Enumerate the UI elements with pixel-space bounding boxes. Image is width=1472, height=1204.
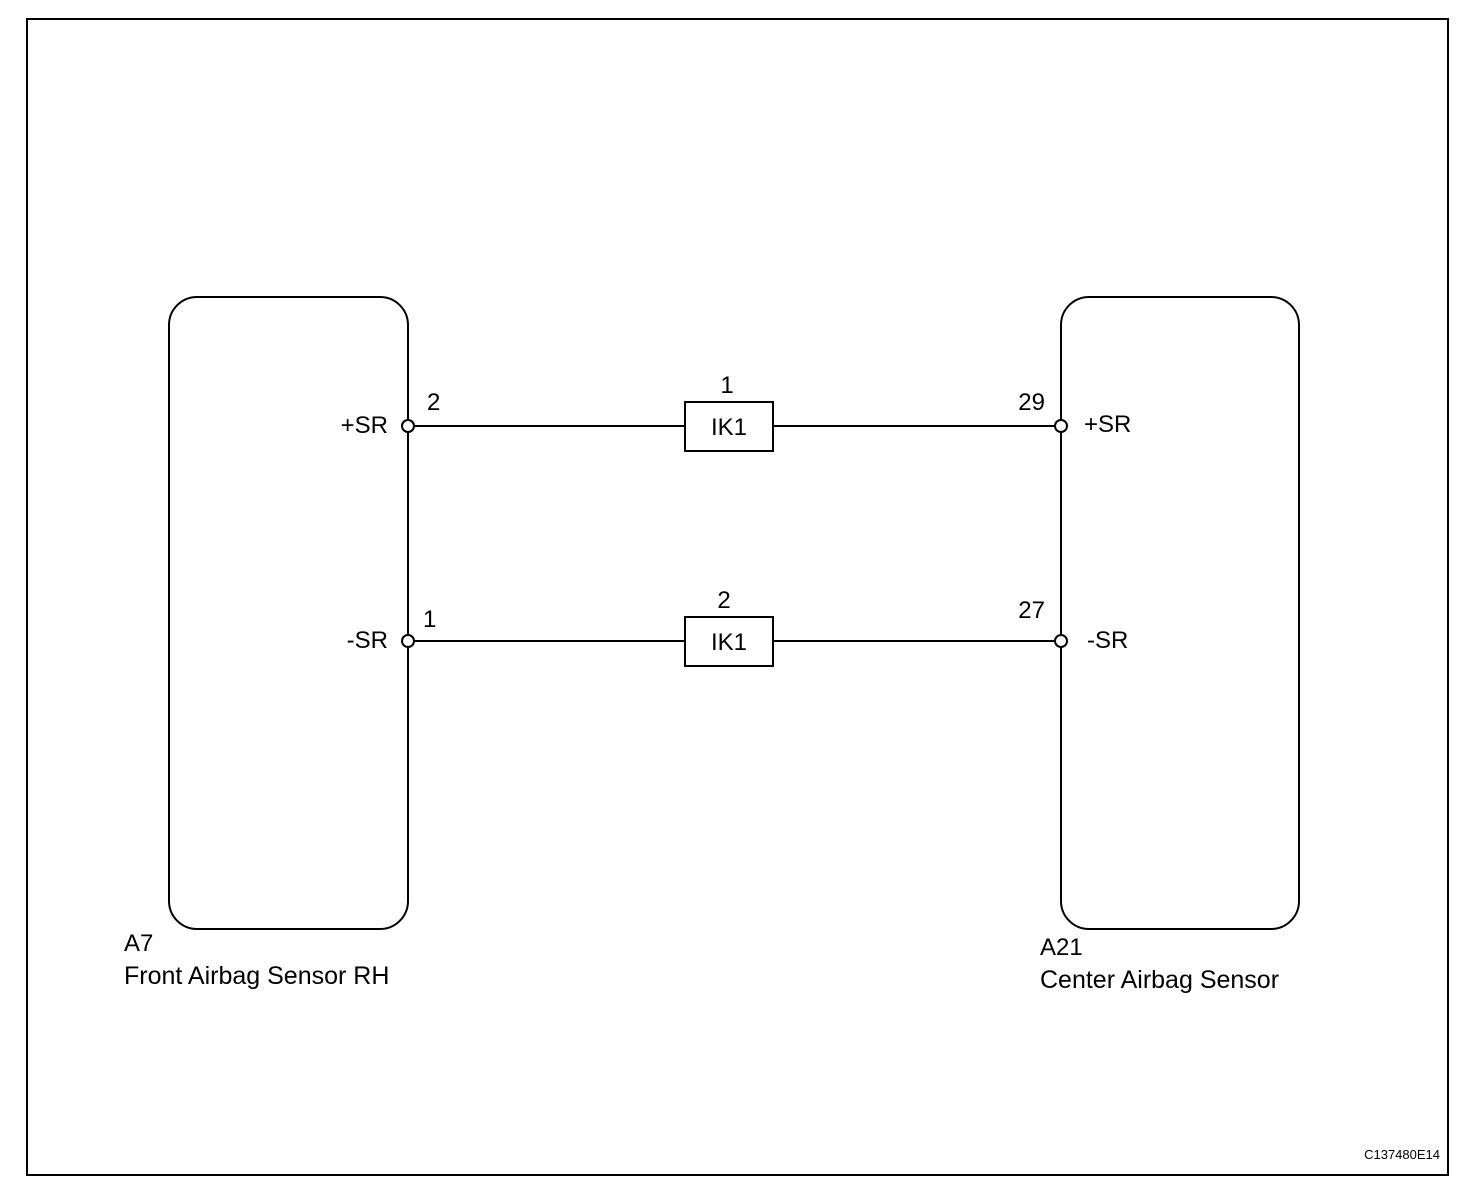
front-airbag-sensor-body bbox=[168, 296, 409, 930]
left-pin-number-minus: 1 bbox=[423, 606, 436, 633]
right-signal-plus: +SR bbox=[1084, 411, 1131, 438]
inline-connector-2 bbox=[684, 616, 774, 667]
right-pin-number-plus: 29 bbox=[1018, 389, 1045, 416]
diagram-frame bbox=[26, 18, 1449, 1176]
center-airbag-sensor-body bbox=[1060, 296, 1300, 930]
left-component-code: A7 bbox=[124, 930, 153, 957]
right-component-code: A21 bbox=[1040, 934, 1083, 961]
left-pin-number-plus: 2 bbox=[427, 389, 440, 416]
connector-1-pin: 1 bbox=[720, 372, 733, 399]
left-signal-plus: +SR bbox=[341, 412, 388, 439]
terminal-left-plus bbox=[401, 419, 415, 433]
terminal-right-plus bbox=[1054, 419, 1068, 433]
right-component-name: Center Airbag Sensor bbox=[1040, 966, 1279, 994]
terminal-right-minus bbox=[1054, 634, 1068, 648]
left-component-name: Front Airbag Sensor RH bbox=[124, 962, 389, 990]
terminal-left-minus bbox=[401, 634, 415, 648]
figure-id: C137480E14 bbox=[1364, 1147, 1440, 1162]
connector-2-pin: 2 bbox=[717, 587, 730, 614]
right-signal-minus: -SR bbox=[1087, 627, 1128, 654]
connector-2-label: IK1 bbox=[711, 629, 747, 656]
left-signal-minus: -SR bbox=[347, 627, 388, 654]
connector-1-label: IK1 bbox=[711, 414, 747, 441]
inline-connector-1 bbox=[684, 401, 774, 452]
right-pin-number-minus: 27 bbox=[1018, 597, 1045, 624]
